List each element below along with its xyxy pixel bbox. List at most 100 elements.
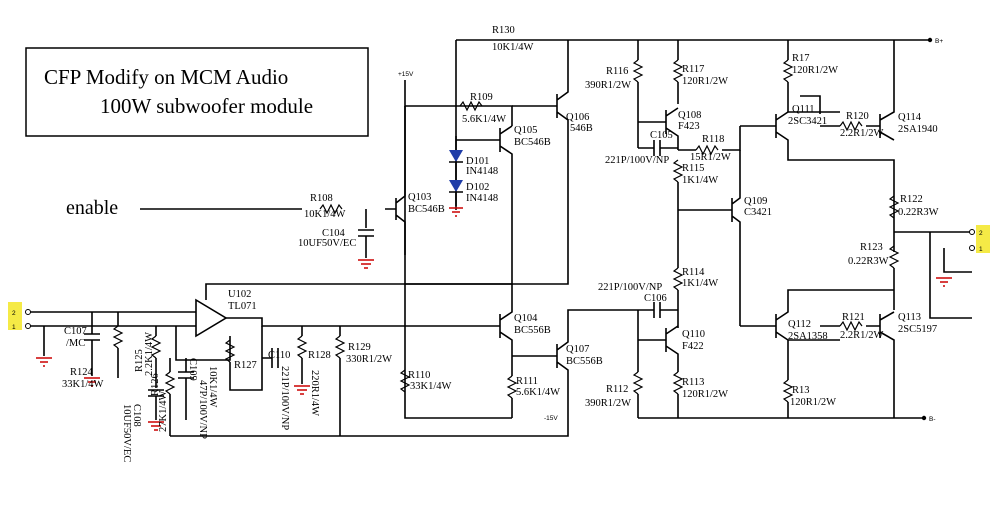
c104-val: 10UF50V/EC [298,238,356,249]
r13-ref: R13 [792,385,810,396]
in-pin-2: 2 [12,310,16,317]
r116-ref: R116 [606,66,628,77]
r127-ref: R127 [234,360,257,371]
r122-ref: R122 [900,194,923,205]
svg-text:TL071: TL071 [228,301,257,312]
r128-val: 220R1/4W [309,370,320,416]
c107-val: /MC [66,338,85,349]
title-box: CFP Modify on MCM Audio 100W subwoofer m… [25,47,369,137]
q108-transistor: Q108 F423 [638,107,701,150]
c110-ref: C110 [268,350,290,361]
c108-ref: C108 [131,404,142,427]
c109-val: 47P/100V/NP [197,380,208,439]
minus15-label: -15V [544,415,558,422]
bplus-label: B+ [935,38,943,45]
svg-text:BC556B: BC556B [566,356,603,367]
u102-opamp: U102 TL071 [195,289,405,338]
title-line-2: 100W subwoofer module [100,94,313,118]
c105-val: 221P/100V/NP [605,155,669,166]
out-pin-2: 2 [979,230,983,237]
r115-ref: R115 [682,163,704,174]
svg-text:Q107: Q107 [566,344,589,355]
q110-transistor: Q110 F422 [638,325,705,372]
out-pin-1: 1 [979,246,983,253]
title-line-1: CFP Modify on MCM Audio [44,65,288,89]
svg-text:F422: F422 [682,341,704,352]
q103-transistor: Q103 BC546B [385,106,445,255]
r124-ref: R124 [70,367,94,378]
r13-val: 120R1/2W [790,397,836,408]
r121-ref: R121 [842,312,865,323]
r126-ref: R126 [150,373,161,396]
r129-ref: R129 [348,342,371,353]
svg-text:2SC3421: 2SC3421 [788,116,827,127]
r115-val: 1K1/4W [682,175,718,186]
svg-text:BC556B: BC556B [514,325,551,336]
r125-val: 2.2K1/4W [144,332,155,376]
q114-transistor: Q114 2SA1940 [879,40,938,141]
q109-transistor: Q109 C3421 [678,150,772,326]
plus15-label: +15V [398,71,414,78]
r112-val: 390R1/2W [585,398,631,409]
r116-val: 390R1/2W [585,80,631,91]
r123-val: 0.22R3W [848,256,889,267]
d101-val: IN4148 [466,166,498,177]
c108-val: 10UF50V/EC [121,404,132,462]
d102-ref: D102 [466,182,489,193]
c110-val: 221P/100V/NP [279,366,290,430]
svg-text:U102: U102 [228,289,251,300]
input-connector [8,302,22,330]
svg-text:Q108: Q108 [678,110,701,121]
svg-text:Q103: Q103 [408,192,431,203]
q105-transistor: Q105 BC546B [405,125,551,285]
svg-text:546B: 546B [570,123,593,134]
r122-val: 0.22R3W [898,207,939,218]
q106-transistor: Q106 546B [405,40,593,285]
c107-ref: C107 [64,326,87,337]
r17-val: 120R1/2W [792,65,838,76]
c109-ref: C109 [187,358,198,381]
r111-ref: R111 [516,376,538,387]
r109-val: 5.6K1/4W [462,114,506,125]
d101-ref: D101 [466,156,489,167]
svg-text:Q114: Q114 [898,112,922,123]
c106-val: 221P/100V/NP [598,282,662,293]
r108-ref: R108 [310,193,333,204]
d102-val: IN4148 [466,193,498,204]
r120-ref: R120 [846,111,869,122]
r118-ref: R118 [702,134,724,145]
r128-ref: R128 [308,350,331,361]
r118-val: 15R1/2W [690,152,731,163]
r120-val: 2.2R1/2W [840,128,884,139]
svg-text:Q110: Q110 [682,329,705,340]
q111-transistor: Q111 2SC3421 [740,95,895,252]
svg-text:2SA1940: 2SA1940 [898,124,938,135]
c104-ref: C104 [322,228,346,239]
r117-ref: R117 [682,64,704,75]
q113-transistor: Q113 2SC5197 [879,311,937,418]
r113-ref: R113 [682,377,704,388]
bminus-label: B- [929,416,936,423]
q107-transistor: Q107 BC556B [170,309,638,437]
svg-text:Q104: Q104 [514,313,538,324]
r130-ref: R130 [492,25,515,36]
in-pin-1: 1 [12,324,16,331]
r111-val: 5.6K1/4W [516,387,560,398]
svg-text:Q111: Q111 [792,104,815,115]
r112-ref: R112 [606,384,628,395]
svg-text:Q109: Q109 [744,196,767,207]
r129-val: 330R1/2W [346,354,392,365]
svg-text:Q105: Q105 [514,125,537,136]
r124-val: 33K1/4W [62,379,104,390]
r130-val: 10K1/4W [492,42,534,53]
q104-transistor: Q104 BC556B [405,284,551,376]
q112-transistor: Q112 2SA1358 [740,289,894,380]
svg-text:Q112: Q112 [788,319,811,330]
r127-val: 10K1/4W [207,366,218,408]
r121-val: 2.2R1/2W [840,330,884,341]
svg-text:BC546B: BC546B [514,137,551,148]
bplus-terminal [927,37,933,43]
r123-ref: R123 [860,242,883,253]
svg-text:2SA1358: 2SA1358 [788,331,828,342]
